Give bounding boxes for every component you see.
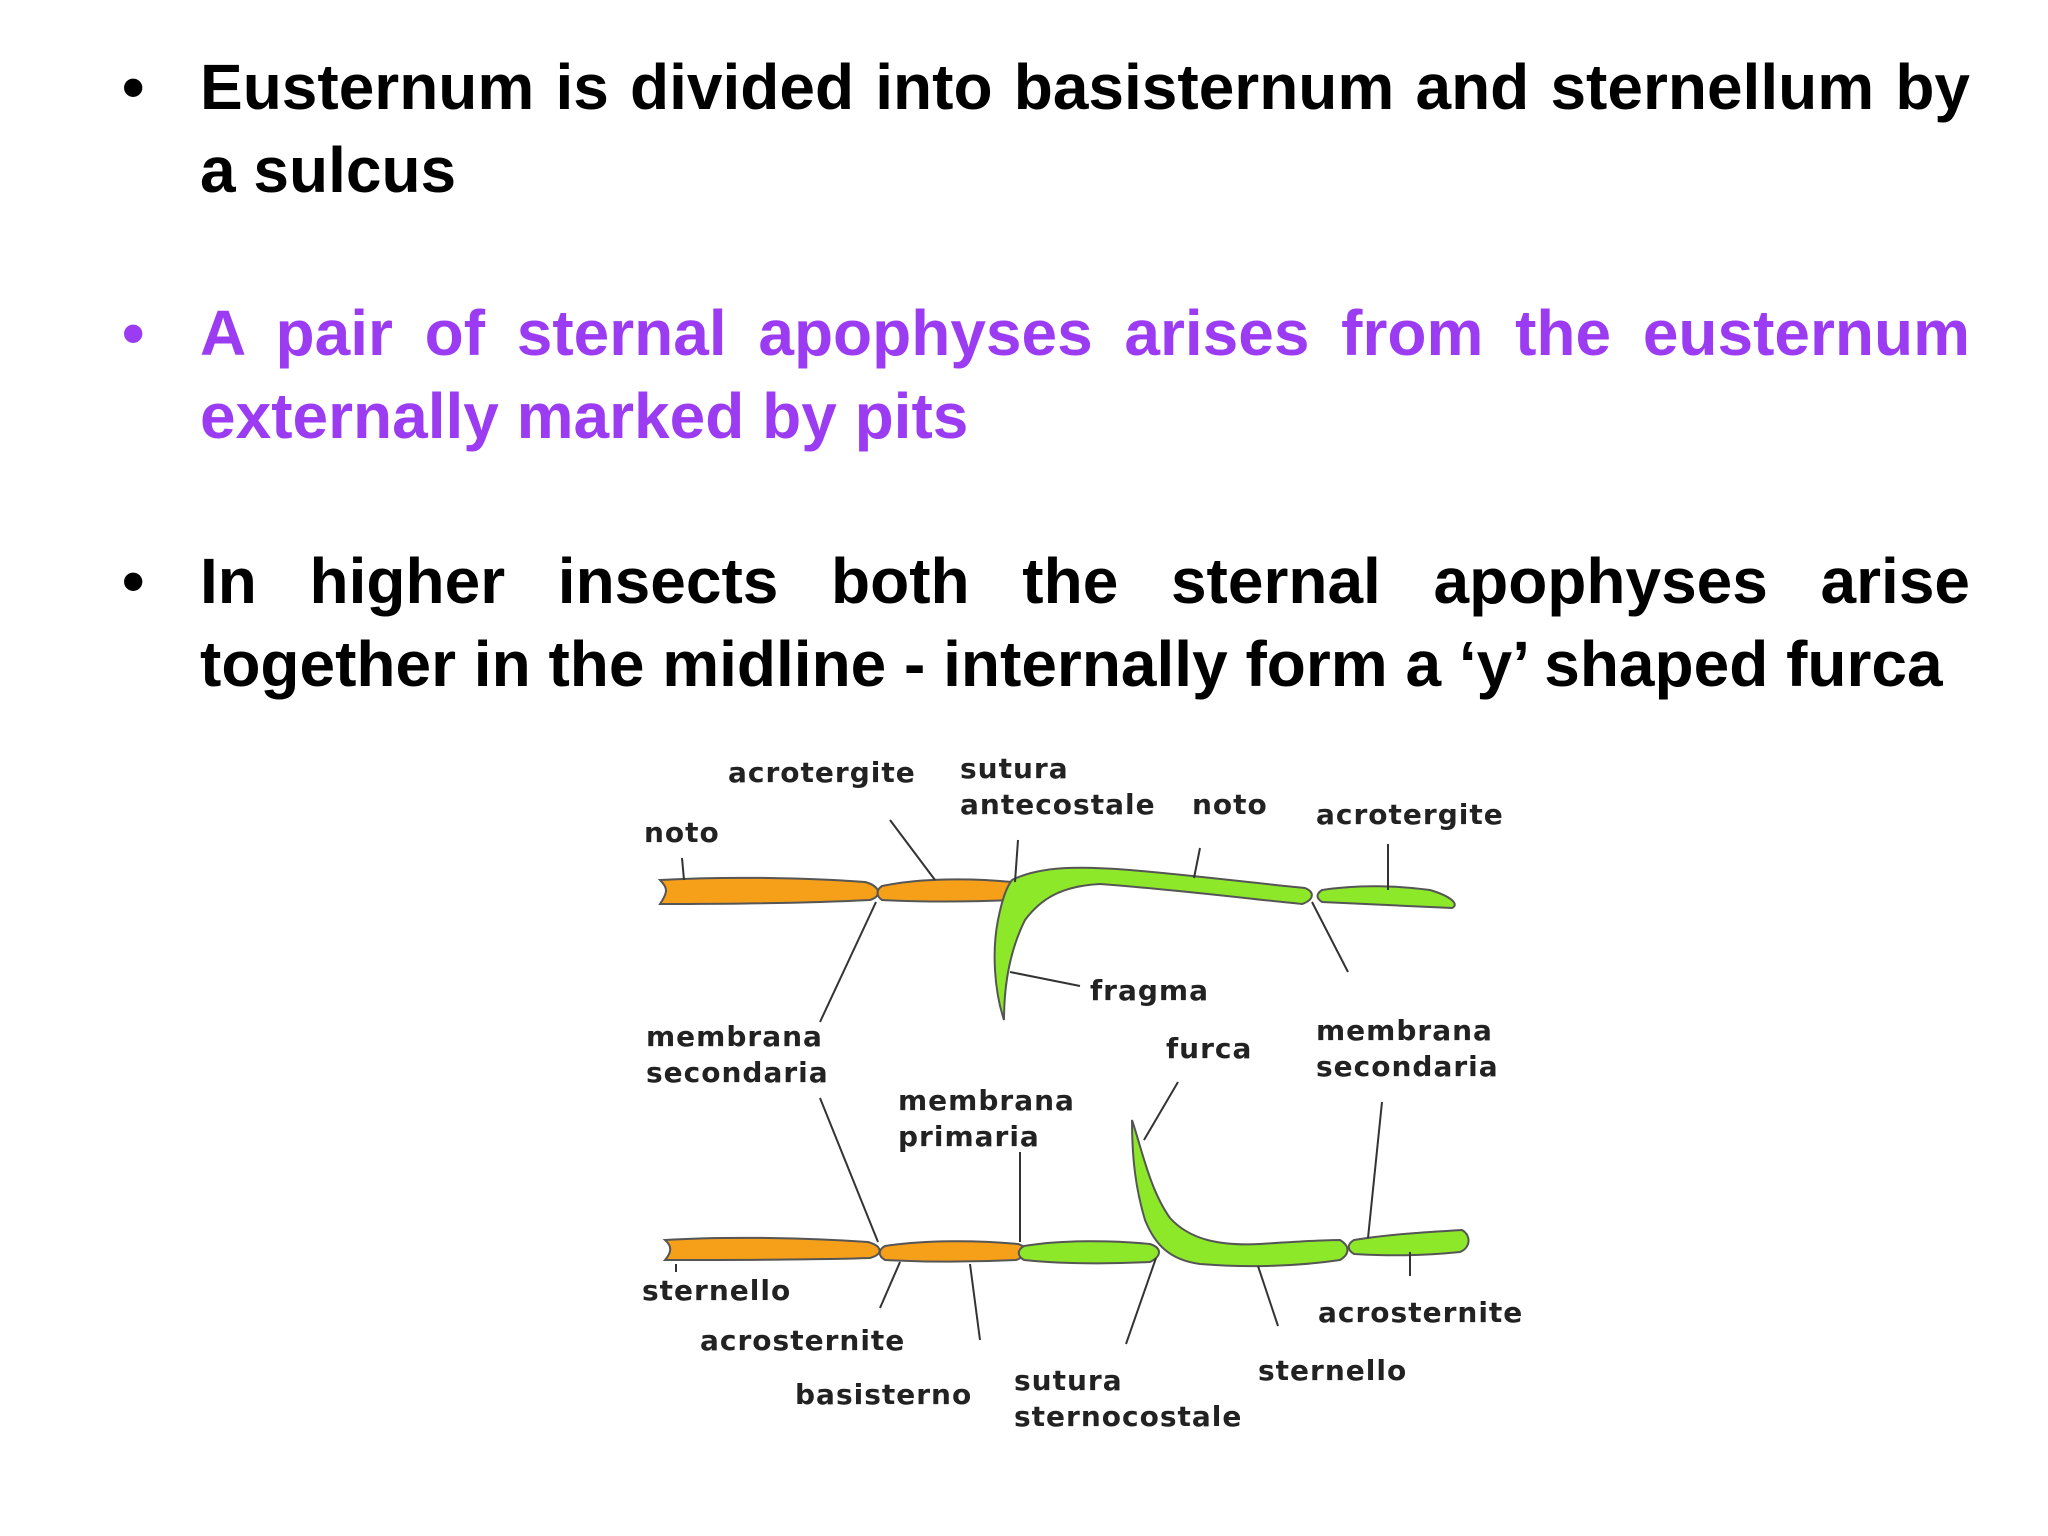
label-acrosternite-right: acrosternite bbox=[1318, 1296, 1523, 1329]
leader-acrosternite-left bbox=[879, 1261, 901, 1309]
leader-basisterno bbox=[969, 1263, 981, 1341]
label-basisterno: basisterno bbox=[795, 1378, 972, 1411]
label-membrana-sec-right-1: membrana bbox=[1316, 1014, 1493, 1047]
label-sternello-right: sternello bbox=[1258, 1354, 1407, 1387]
label-noto-right: noto bbox=[1192, 788, 1268, 821]
label-membrana-sec-right-2: secondaria bbox=[1316, 1050, 1499, 1083]
leader-membrana-sec-right-bottom bbox=[1367, 1101, 1383, 1239]
fragma-notum-plate bbox=[993, 866, 1313, 1021]
label-membrana-sec-left-2: secondaria bbox=[646, 1056, 829, 1089]
bullet-2-text: A pair of sternal apophyses arises from … bbox=[200, 297, 1970, 452]
leader-sutura-antecostale bbox=[1014, 839, 1019, 883]
label-sutura-bottom: sutura bbox=[1014, 1364, 1123, 1397]
label-acrosternite-left: acrosternite bbox=[700, 1324, 905, 1357]
label-sternocostale: sternocostale bbox=[1014, 1400, 1242, 1433]
leader-sternello-right bbox=[1257, 1265, 1279, 1327]
leader-fragma bbox=[1009, 971, 1081, 987]
acrotergite-plate-left bbox=[876, 878, 1023, 903]
noto-plate-left bbox=[657, 876, 880, 906]
leader-membrana-sec-left-bottom bbox=[819, 1097, 879, 1243]
leader-furca bbox=[1143, 1081, 1179, 1141]
label-fragma: fragma bbox=[1090, 974, 1209, 1007]
thorax-section-diagram: acrotergite sutura antecostale noto acro… bbox=[642, 752, 1523, 1433]
label-antecostale: antecostale bbox=[960, 788, 1156, 821]
label-furca: furca bbox=[1166, 1032, 1252, 1065]
leader-acrotergite-left bbox=[889, 819, 936, 881]
label-acrotergite-right: acrotergite bbox=[1316, 798, 1504, 831]
bullet-dot: • bbox=[122, 297, 145, 369]
bullet-2: • A pair of sternal apophyses arises fro… bbox=[122, 292, 1970, 458]
label-membrana-sec-left-1: membrana bbox=[646, 1020, 823, 1053]
bullet-dot: • bbox=[122, 545, 145, 617]
bullet-1: • Eusternum is divided into basisternum … bbox=[122, 46, 1970, 212]
leader-sutura-sternocostale bbox=[1125, 1257, 1157, 1345]
leader-noto-right bbox=[1193, 847, 1201, 879]
acrosternite-plate-left bbox=[878, 1240, 1027, 1263]
leader-membrana-sec-right-top bbox=[1311, 901, 1349, 973]
bullet-3: • In higher insects both the sternal apo… bbox=[122, 540, 1970, 706]
label-membrana-pri-1: membrana bbox=[898, 1084, 1075, 1117]
acrosternite-plate-right bbox=[1347, 1228, 1470, 1257]
label-membrana-pri-2: primaria bbox=[898, 1120, 1040, 1153]
sternello-plate-left bbox=[662, 1236, 881, 1262]
label-noto-left: noto bbox=[644, 816, 720, 849]
leader-membrana-sec-left-top bbox=[819, 901, 877, 1023]
leader-noto-left bbox=[681, 857, 685, 881]
bullet-3-text: In higher insects both the sternal apoph… bbox=[200, 545, 1970, 700]
acrotergite-plate-right bbox=[1316, 885, 1456, 910]
label-acrotergite-left: acrotergite bbox=[728, 756, 916, 789]
basisterno-plate bbox=[1017, 1240, 1160, 1265]
bullet-1-text: Eusternum is divided into basisternum an… bbox=[200, 51, 1970, 206]
bullet-dot: • bbox=[122, 51, 145, 123]
furca-plate bbox=[1131, 1119, 1349, 1268]
label-sutura-top: sutura bbox=[960, 752, 1069, 785]
label-sternello-left: sternello bbox=[642, 1274, 791, 1307]
